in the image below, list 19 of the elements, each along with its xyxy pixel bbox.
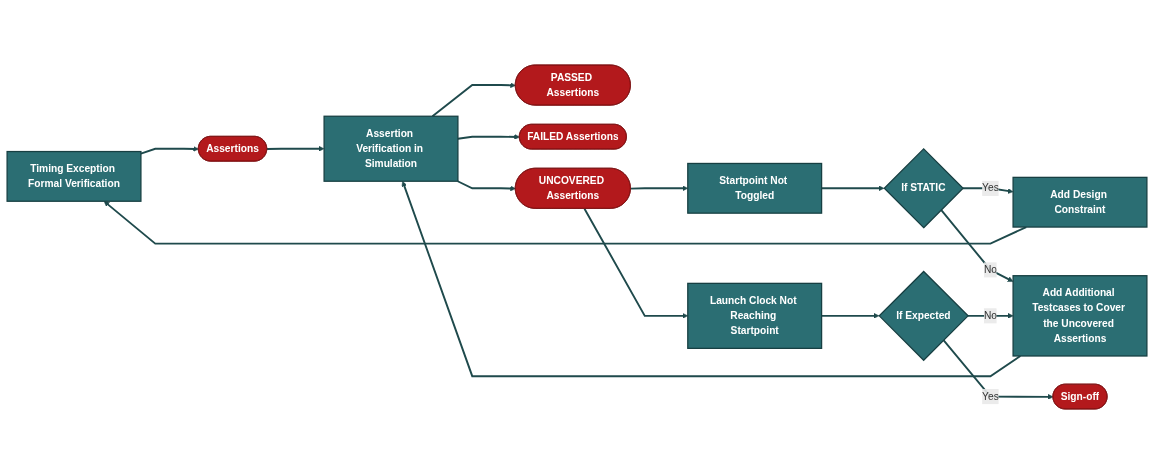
node-diamond: If Expected: [878, 270, 969, 362]
node-box: Add Design Constraint: [1012, 176, 1148, 228]
edge-label: No: [983, 264, 997, 276]
arrow: [942, 339, 1054, 400]
node-box: Assertion Verification in Simulation: [323, 115, 459, 182]
arrow: [456, 180, 516, 192]
arrow: [431, 82, 516, 118]
node-box: Startpoint Not Toggled: [687, 162, 823, 214]
arrow: [266, 145, 325, 152]
node-box: Add Additional Testcases to Cover the Uncovered Assertions: [1012, 275, 1148, 357]
node-box: Timing Exception Formal Verification: [6, 150, 142, 202]
arrow: [401, 181, 1022, 378]
node-diamond: If STATIC: [883, 148, 964, 229]
node-box: Launch Clock Not Reaching Startpoint: [687, 282, 823, 349]
edge-label: No: [983, 310, 997, 321]
edge-label: Yes: [982, 182, 999, 194]
arrow: [940, 208, 1014, 282]
edge-label: Yes: [982, 390, 999, 402]
arrow: [103, 201, 1028, 245]
